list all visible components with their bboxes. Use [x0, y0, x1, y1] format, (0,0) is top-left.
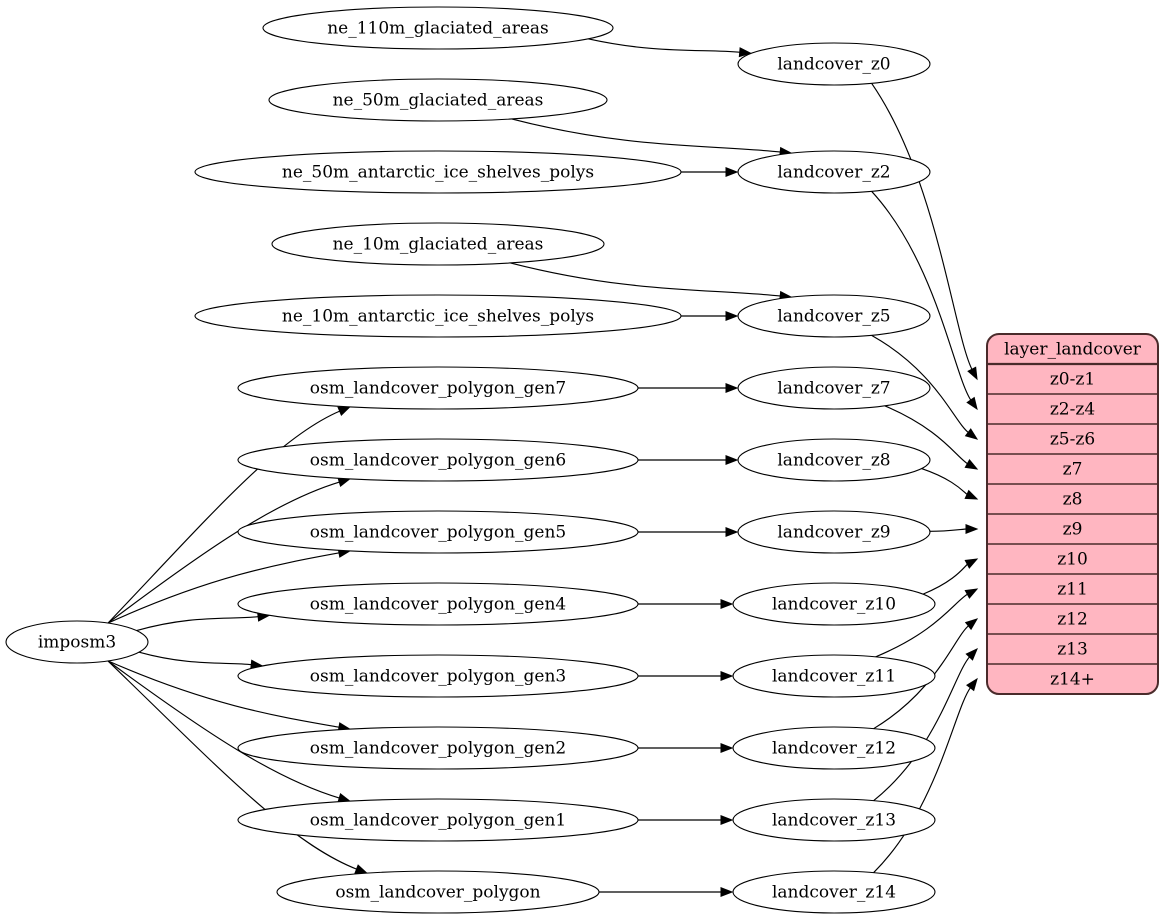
node-label-landcover_z14: landcover_z14 [772, 883, 896, 903]
node-osm_landcover_polygon_gen2[interactable]: osm_landcover_polygon_gen2 [237, 726, 639, 770]
edge-landcover_z0-to-row-z0-z1 [871, 82, 978, 381]
node-ne_50m_glaciated_areas[interactable]: ne_50m_glaciated_areas [268, 78, 608, 122]
table-row-z2-z4: z2-z4 [1050, 400, 1095, 420]
edge-landcover_z13-to-row-z13 [873, 648, 978, 802]
table-row-z13: z13 [1057, 640, 1088, 660]
table-row-z0-z1: z0-z1 [1050, 370, 1095, 390]
table-row-z11: z11 [1057, 580, 1088, 600]
edge-landcover_z5-to-row-z5-z6 [871, 334, 979, 440]
node-osm_landcover_polygon_gen6[interactable]: osm_landcover_polygon_gen6 [237, 438, 639, 482]
edge-osm_landcover_polygon_gen4-to-landcover_z10 [638, 598, 734, 610]
node-landcover_z8[interactable]: landcover_z8 [737, 438, 931, 482]
table-row-z14+: z14+ [1050, 670, 1095, 690]
node-landcover_z11[interactable]: landcover_z11 [732, 654, 936, 698]
node-ne_10m_antarctic_ice_shelves_polys[interactable]: ne_10m_antarctic_ice_shelves_polys [194, 294, 682, 338]
edge-osm_landcover_polygon-to-landcover_z14 [598, 886, 734, 898]
node-osm_landcover_polygon[interactable]: osm_landcover_polygon [276, 870, 600, 914]
edge-osm_landcover_polygon_gen3-to-landcover_z11 [637, 670, 734, 682]
node-label-osm_landcover_polygon: osm_landcover_polygon [335, 883, 540, 903]
edge-osm_landcover_polygon_gen2-to-landcover_z12 [637, 742, 734, 754]
node-label-osm_landcover_polygon_gen7: osm_landcover_polygon_gen7 [310, 379, 566, 399]
edge-osm_landcover_polygon_gen5-to-landcover_z9 [638, 526, 739, 538]
node-osm_landcover_polygon_gen1[interactable]: osm_landcover_polygon_gen1 [237, 798, 639, 842]
table-row-z7: z7 [1063, 460, 1083, 480]
node-label-ne_50m_glaciated_areas: ne_50m_glaciated_areas [333, 91, 544, 111]
node-label-landcover_z7: landcover_z7 [777, 379, 890, 399]
table-row-z10: z10 [1057, 550, 1088, 570]
edge-landcover_z11-to-row-z11 [875, 588, 979, 658]
node-landcover_z9[interactable]: landcover_z9 [737, 510, 931, 554]
node-ne_50m_antarctic_ice_shelves_polys[interactable]: ne_50m_antarctic_ice_shelves_polys [194, 150, 682, 194]
node-layer: imposm3 ne_110m_glaciated_areas ne_50m_gla… [5, 6, 936, 914]
node-osm_landcover_polygon_gen4[interactable]: osm_landcover_polygon_gen4 [237, 582, 639, 626]
node-landcover_z2[interactable]: landcover_z2 [737, 150, 931, 194]
edge-landcover_z7-to-row-z7 [884, 405, 979, 470]
edge-osm_landcover_polygon_gen1-to-landcover_z13 [638, 814, 734, 826]
edge-ne_50m_antarctic_ice_shelves_polys-to-landcover_z2 [680, 166, 739, 178]
node-label-landcover_z0: landcover_z0 [777, 55, 890, 75]
edge-osm_landcover_polygon_gen7-to-landcover_z7 [637, 382, 739, 394]
node-landcover_z0[interactable]: landcover_z0 [737, 42, 931, 86]
edge-landcover_z14-to-row-z14+ [873, 677, 978, 874]
node-landcover_z7[interactable]: landcover_z7 [737, 366, 931, 410]
node-landcover_z13[interactable]: landcover_z13 [732, 798, 936, 842]
table-title: layer_landcover [1004, 340, 1142, 360]
edge-landcover_z9-to-row-z9 [929, 523, 979, 535]
table-row-z5-z6: z5-z6 [1050, 430, 1095, 450]
edge-imposm3-to-osm_landcover_polygon_gen1 [107, 660, 352, 803]
node-osm_landcover_polygon_gen5[interactable]: osm_landcover_polygon_gen5 [237, 510, 639, 554]
node-landcover_z5[interactable]: landcover_z5 [737, 294, 931, 338]
layer-landcover-table: layer_landcover z0-z1 z2-z4 z5-z6 z7 z8 z9 z10 z… [986, 333, 1159, 695]
node-label-landcover_z2: landcover_z2 [777, 163, 890, 183]
node-label-ne_110m_glaciated_areas: ne_110m_glaciated_areas [327, 19, 549, 39]
node-label-ne_50m_antarctic_ice_shelves_polys: ne_50m_antarctic_ice_shelves_polys [282, 163, 594, 183]
node-landcover_z12[interactable]: landcover_z12 [732, 726, 936, 770]
node-label-landcover_z5: landcover_z5 [777, 307, 890, 327]
node-label-landcover_z12: landcover_z12 [772, 739, 896, 759]
node-label-osm_landcover_polygon_gen5: osm_landcover_polygon_gen5 [310, 523, 566, 543]
edge-osm_landcover_polygon_gen6-to-landcover_z8 [637, 454, 739, 466]
edge-ne_10m_antarctic_ice_shelves_polys-to-landcover_z5 [680, 310, 739, 322]
edge-ne_50m_glaciated_areas-to-landcover_z2 [511, 118, 793, 157]
edge-imposm3-to-osm_landcover_polygon_gen3 [138, 651, 264, 670]
node-osm_landcover_polygon_gen7[interactable]: osm_landcover_polygon_gen7 [237, 366, 639, 410]
node-label-osm_landcover_polygon_gen4: osm_landcover_polygon_gen4 [310, 595, 566, 615]
node-label-landcover_z8: landcover_z8 [777, 451, 890, 471]
edge-ne_110m_glaciated_areas-to-landcover_z0 [587, 38, 753, 58]
node-label-landcover_z13: landcover_z13 [772, 811, 896, 831]
table-row-z9: z9 [1063, 520, 1083, 540]
node-osm_landcover_polygon_gen3[interactable]: osm_landcover_polygon_gen3 [237, 654, 639, 698]
node-label-osm_landcover_polygon_gen1: osm_landcover_polygon_gen1 [310, 811, 566, 831]
node-label-ne_10m_glaciated_areas: ne_10m_glaciated_areas [333, 235, 544, 255]
edge-landcover_z10-to-row-z10 [922, 558, 979, 595]
node-label-osm_landcover_polygon_gen6: osm_landcover_polygon_gen6 [310, 451, 566, 471]
node-ne_110m_glaciated_areas[interactable]: ne_110m_glaciated_areas [262, 6, 614, 50]
node-label-osm_landcover_polygon_gen2: osm_landcover_polygon_gen2 [310, 739, 566, 759]
table-row-z8: z8 [1063, 490, 1083, 510]
node-ne_10m_glaciated_areas[interactable]: ne_10m_glaciated_areas [271, 222, 605, 266]
node-label-landcover_z9: landcover_z9 [777, 523, 890, 543]
node-label-landcover_z10: landcover_z10 [772, 595, 896, 615]
edge-imposm3-to-osm_landcover_polygon_gen4 [136, 611, 271, 632]
node-imposm3[interactable]: imposm3 [5, 620, 149, 664]
table-body [987, 334, 1158, 694]
node-label-osm_landcover_polygon_gen3: osm_landcover_polygon_gen3 [310, 667, 566, 687]
table-row-z12: z12 [1057, 610, 1088, 630]
node-label-imposm3: imposm3 [38, 633, 116, 653]
edge-landcover_z2-to-row-z2-z4 [871, 190, 978, 411]
edge-ne_10m_glaciated_areas-to-landcover_z5 [510, 262, 793, 301]
node-label-landcover_z11: landcover_z11 [772, 667, 896, 687]
edge-landcover_z8-to-row-z8 [921, 468, 979, 500]
node-landcover_z14[interactable]: landcover_z14 [732, 870, 936, 914]
edge-landcover_z12-to-row-z12 [873, 618, 979, 730]
node-label-ne_10m_antarctic_ice_shelves_polys: ne_10m_antarctic_ice_shelves_polys [282, 307, 594, 327]
edge-layer [107, 38, 979, 898]
node-landcover_z10[interactable]: landcover_z10 [732, 582, 936, 626]
